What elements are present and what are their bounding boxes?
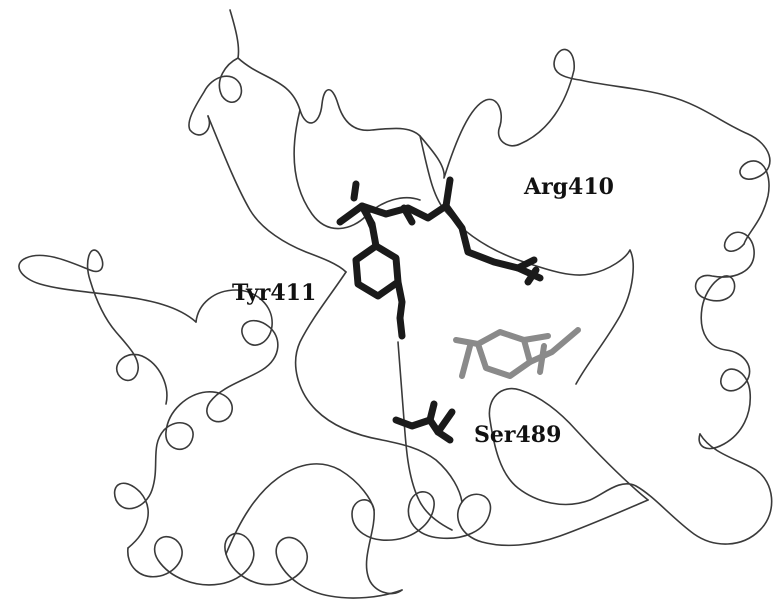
ribbon-segment-lower-left-strand — [225, 463, 375, 555]
ribbon-segment-center-right — [419, 135, 634, 385]
label-tyr411: Tyr411 — [232, 280, 316, 306]
ribbon-segment-left — [113, 289, 279, 549]
protein-backbone-ribbon — [18, 9, 773, 599]
ribbon-segment-top — [237, 48, 771, 245]
ribbon-segment-center-left — [207, 115, 347, 273]
ribbon-segment-center-mid — [294, 271, 463, 503]
ribbon-segment-right — [694, 231, 755, 450]
ligand-molecule — [453, 327, 581, 379]
ribbon-segment-upper-loop — [293, 109, 421, 230]
ribbon-segment-bottom-right — [488, 387, 773, 545]
label-arg410: Arg410 — [523, 174, 614, 200]
ser489-residue — [392, 400, 456, 444]
ribbon-segment-center-down — [397, 341, 453, 531]
ribbon-segment-far-left — [18, 249, 197, 405]
tyr411-residue — [352, 202, 416, 340]
label-ser489: Ser489 — [474, 422, 561, 448]
ribbon-segment-bottom-left — [127, 532, 403, 599]
